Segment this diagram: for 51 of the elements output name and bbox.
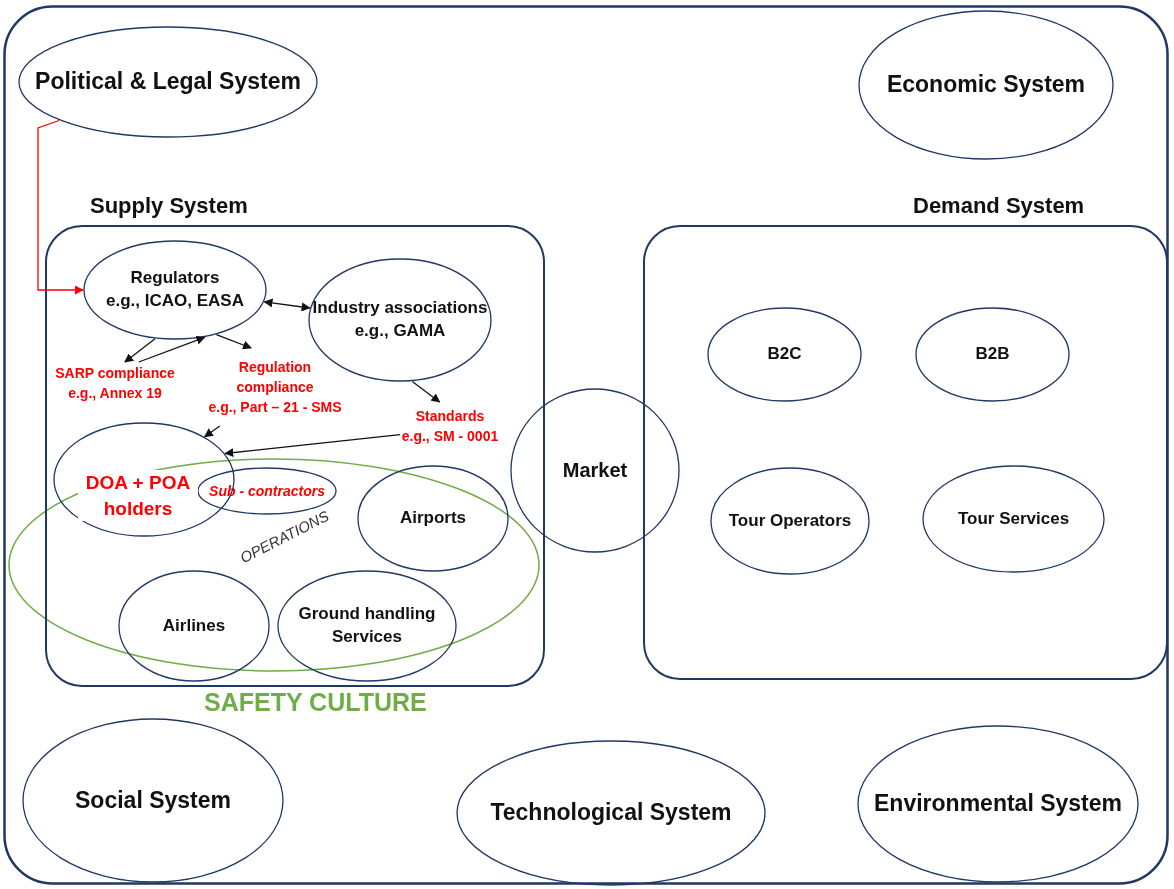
node-label: e.g., ICAO, EASA (106, 290, 244, 312)
segment-ellipse (710, 467, 870, 575)
actor-ellipse (53, 422, 235, 537)
arrow (203, 425, 221, 438)
node-label: Social System (75, 785, 231, 815)
node-label: e.g., SM - 0001 (401, 427, 499, 446)
node-label: Market (562, 458, 628, 483)
area-title: SAFETY CULTURE (204, 687, 427, 718)
node-label: SARP compliance (55, 363, 175, 383)
actor-ellipse (277, 570, 457, 682)
system-ellipse (858, 10, 1114, 160)
node-label: e.g., Annex 19 (68, 384, 162, 403)
system-ellipse (456, 740, 766, 886)
segment-ellipse (922, 465, 1105, 573)
node-label: DOA + POA holders (78, 469, 198, 522)
arrow (37, 119, 84, 295)
node-label: Ground handling Services (297, 603, 437, 648)
market-ellipse (510, 388, 680, 553)
node-label: Tour Services (957, 507, 1070, 530)
panel-heading: Demand System (913, 192, 1085, 220)
system-ellipse (857, 725, 1139, 883)
node-label: B2B (975, 343, 1010, 366)
node-label: Standards (415, 406, 485, 426)
system-ellipse (18, 26, 318, 138)
panel-heading: Supply System (90, 192, 248, 220)
node-label: Technological System (490, 798, 732, 828)
arrow (138, 335, 206, 363)
actor-ellipse (357, 465, 509, 572)
node-label: B2C (767, 343, 802, 366)
arrow (215, 333, 252, 350)
node-label: Industry associations (312, 297, 488, 320)
actor-ellipse (118, 570, 270, 682)
node-label: Regulators (130, 267, 220, 290)
node-label: Environmental System (874, 789, 1122, 819)
arrow (124, 338, 156, 363)
node-label: Regulation compliance (235, 357, 315, 397)
arrow (224, 434, 401, 458)
node-label: Tour Operators (728, 509, 852, 532)
node-label: Airlines (162, 614, 226, 637)
system-ellipse (22, 718, 284, 883)
node-label: Economic System (886, 70, 1086, 100)
node-label: Airports (399, 507, 467, 530)
node-label: Political & Legal System (35, 67, 301, 97)
node-label: e.g., GAMA (354, 320, 446, 342)
actor-ellipse (83, 240, 267, 340)
arrow (411, 380, 441, 403)
outer-frame (3, 5, 1169, 885)
arrow (263, 298, 311, 312)
node-label: e.g., Part – 21 - SMS (208, 398, 342, 418)
segment-ellipse (707, 307, 862, 402)
segment-ellipse (915, 307, 1070, 402)
